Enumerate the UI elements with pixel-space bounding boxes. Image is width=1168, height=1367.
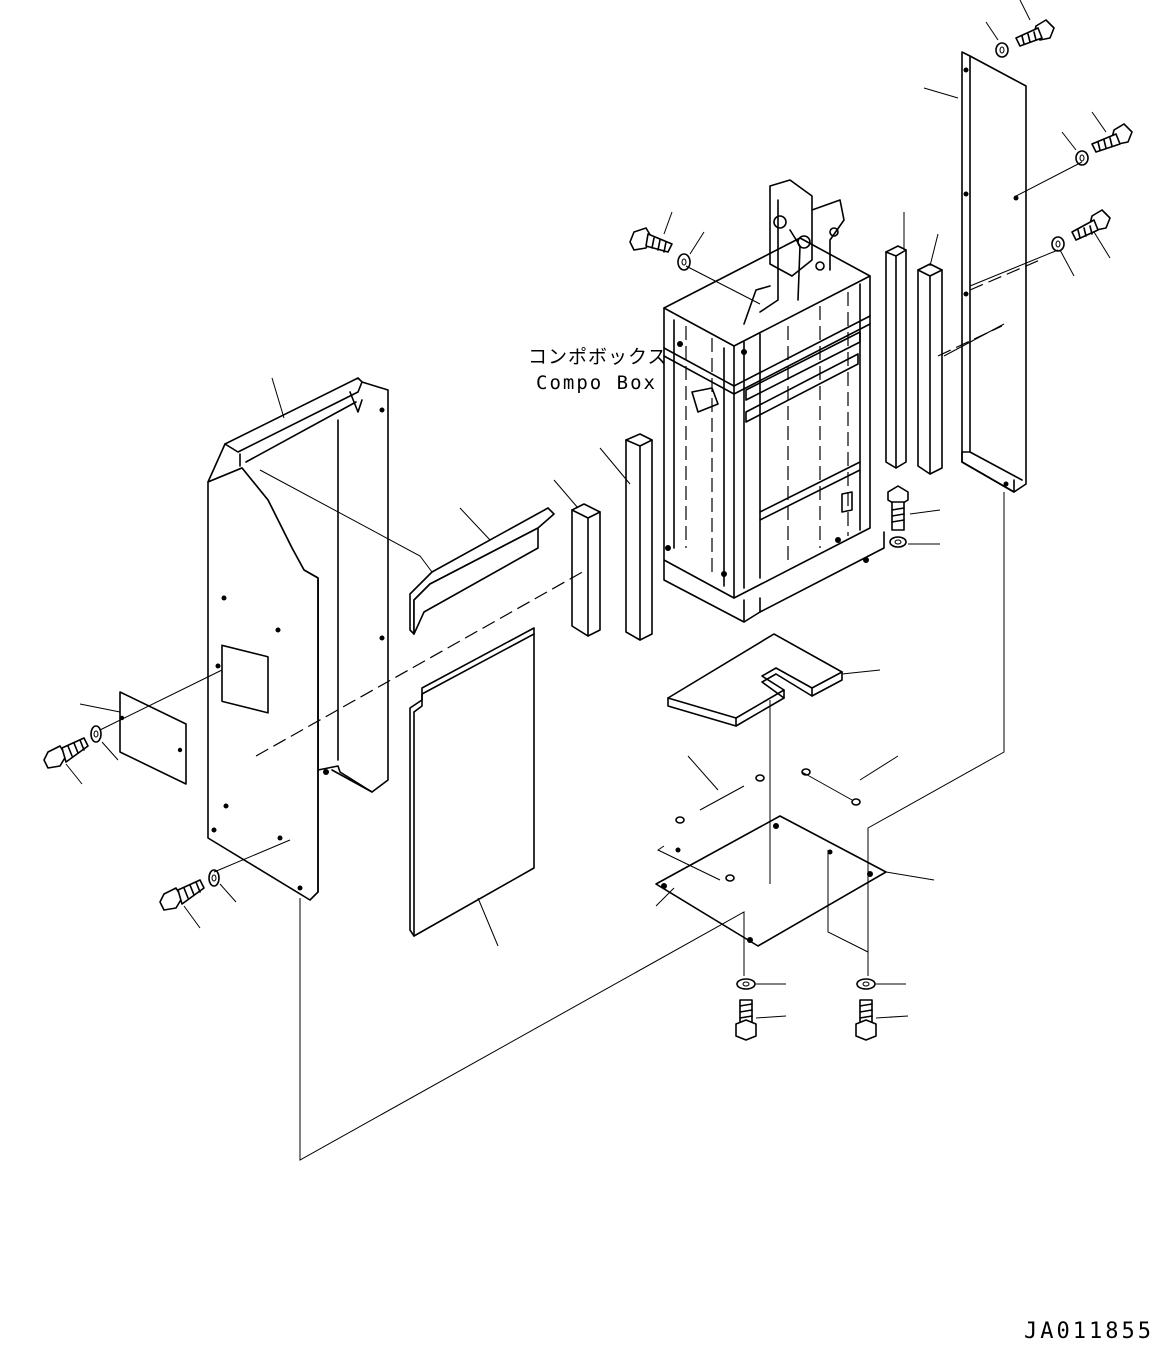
- large-sponge-panel: [409, 627, 535, 937]
- bolt-left-lower: [159, 879, 205, 911]
- bolt-bottom-left: [735, 999, 757, 1041]
- sponge-block-1: [571, 503, 601, 637]
- compo-box-label-en: Compo Box: [536, 372, 657, 394]
- washer-bottom-left: [736, 978, 756, 990]
- small-cover-plate: [119, 691, 187, 785]
- foam-strip-right-1: [885, 245, 907, 469]
- right-side-panel: [961, 51, 1027, 493]
- washer-left-lower: [208, 869, 220, 887]
- clip-upper-left: [675, 774, 765, 824]
- washer-top-right-3: [1051, 236, 1065, 252]
- left-side-cover-panel: [207, 377, 389, 901]
- bolt-frame-top: [629, 227, 673, 253]
- compo-box-label-jp: コンポボックス: [528, 346, 667, 368]
- washer-top-right-2: [1075, 150, 1089, 166]
- bolt-top-right-2: [1091, 123, 1133, 153]
- foam-strip-right-2: [917, 263, 943, 475]
- foam-pad-notched: [667, 633, 843, 727]
- bolt-top-right-1: [1015, 19, 1055, 47]
- bolt-frame-right: [887, 485, 909, 531]
- compo-box-frame: [663, 179, 885, 623]
- washer-top-right-1: [995, 42, 1009, 58]
- washer-left-upper: [90, 725, 102, 743]
- clip-lower: [725, 874, 735, 882]
- assembly-lines: [99, 161, 1083, 1161]
- bolt-left-upper: [43, 737, 89, 769]
- washer-frame-right: [889, 536, 907, 548]
- bolt-top-right-3: [1071, 209, 1111, 241]
- leader-lines: [65, 0, 1111, 1019]
- figure-number: JA011855: [1024, 1319, 1154, 1344]
- sponge-block-2: [625, 433, 653, 641]
- bolt-bottom-right: [855, 999, 877, 1041]
- bottom-plate: [655, 815, 887, 947]
- washer-bottom-right: [856, 978, 876, 990]
